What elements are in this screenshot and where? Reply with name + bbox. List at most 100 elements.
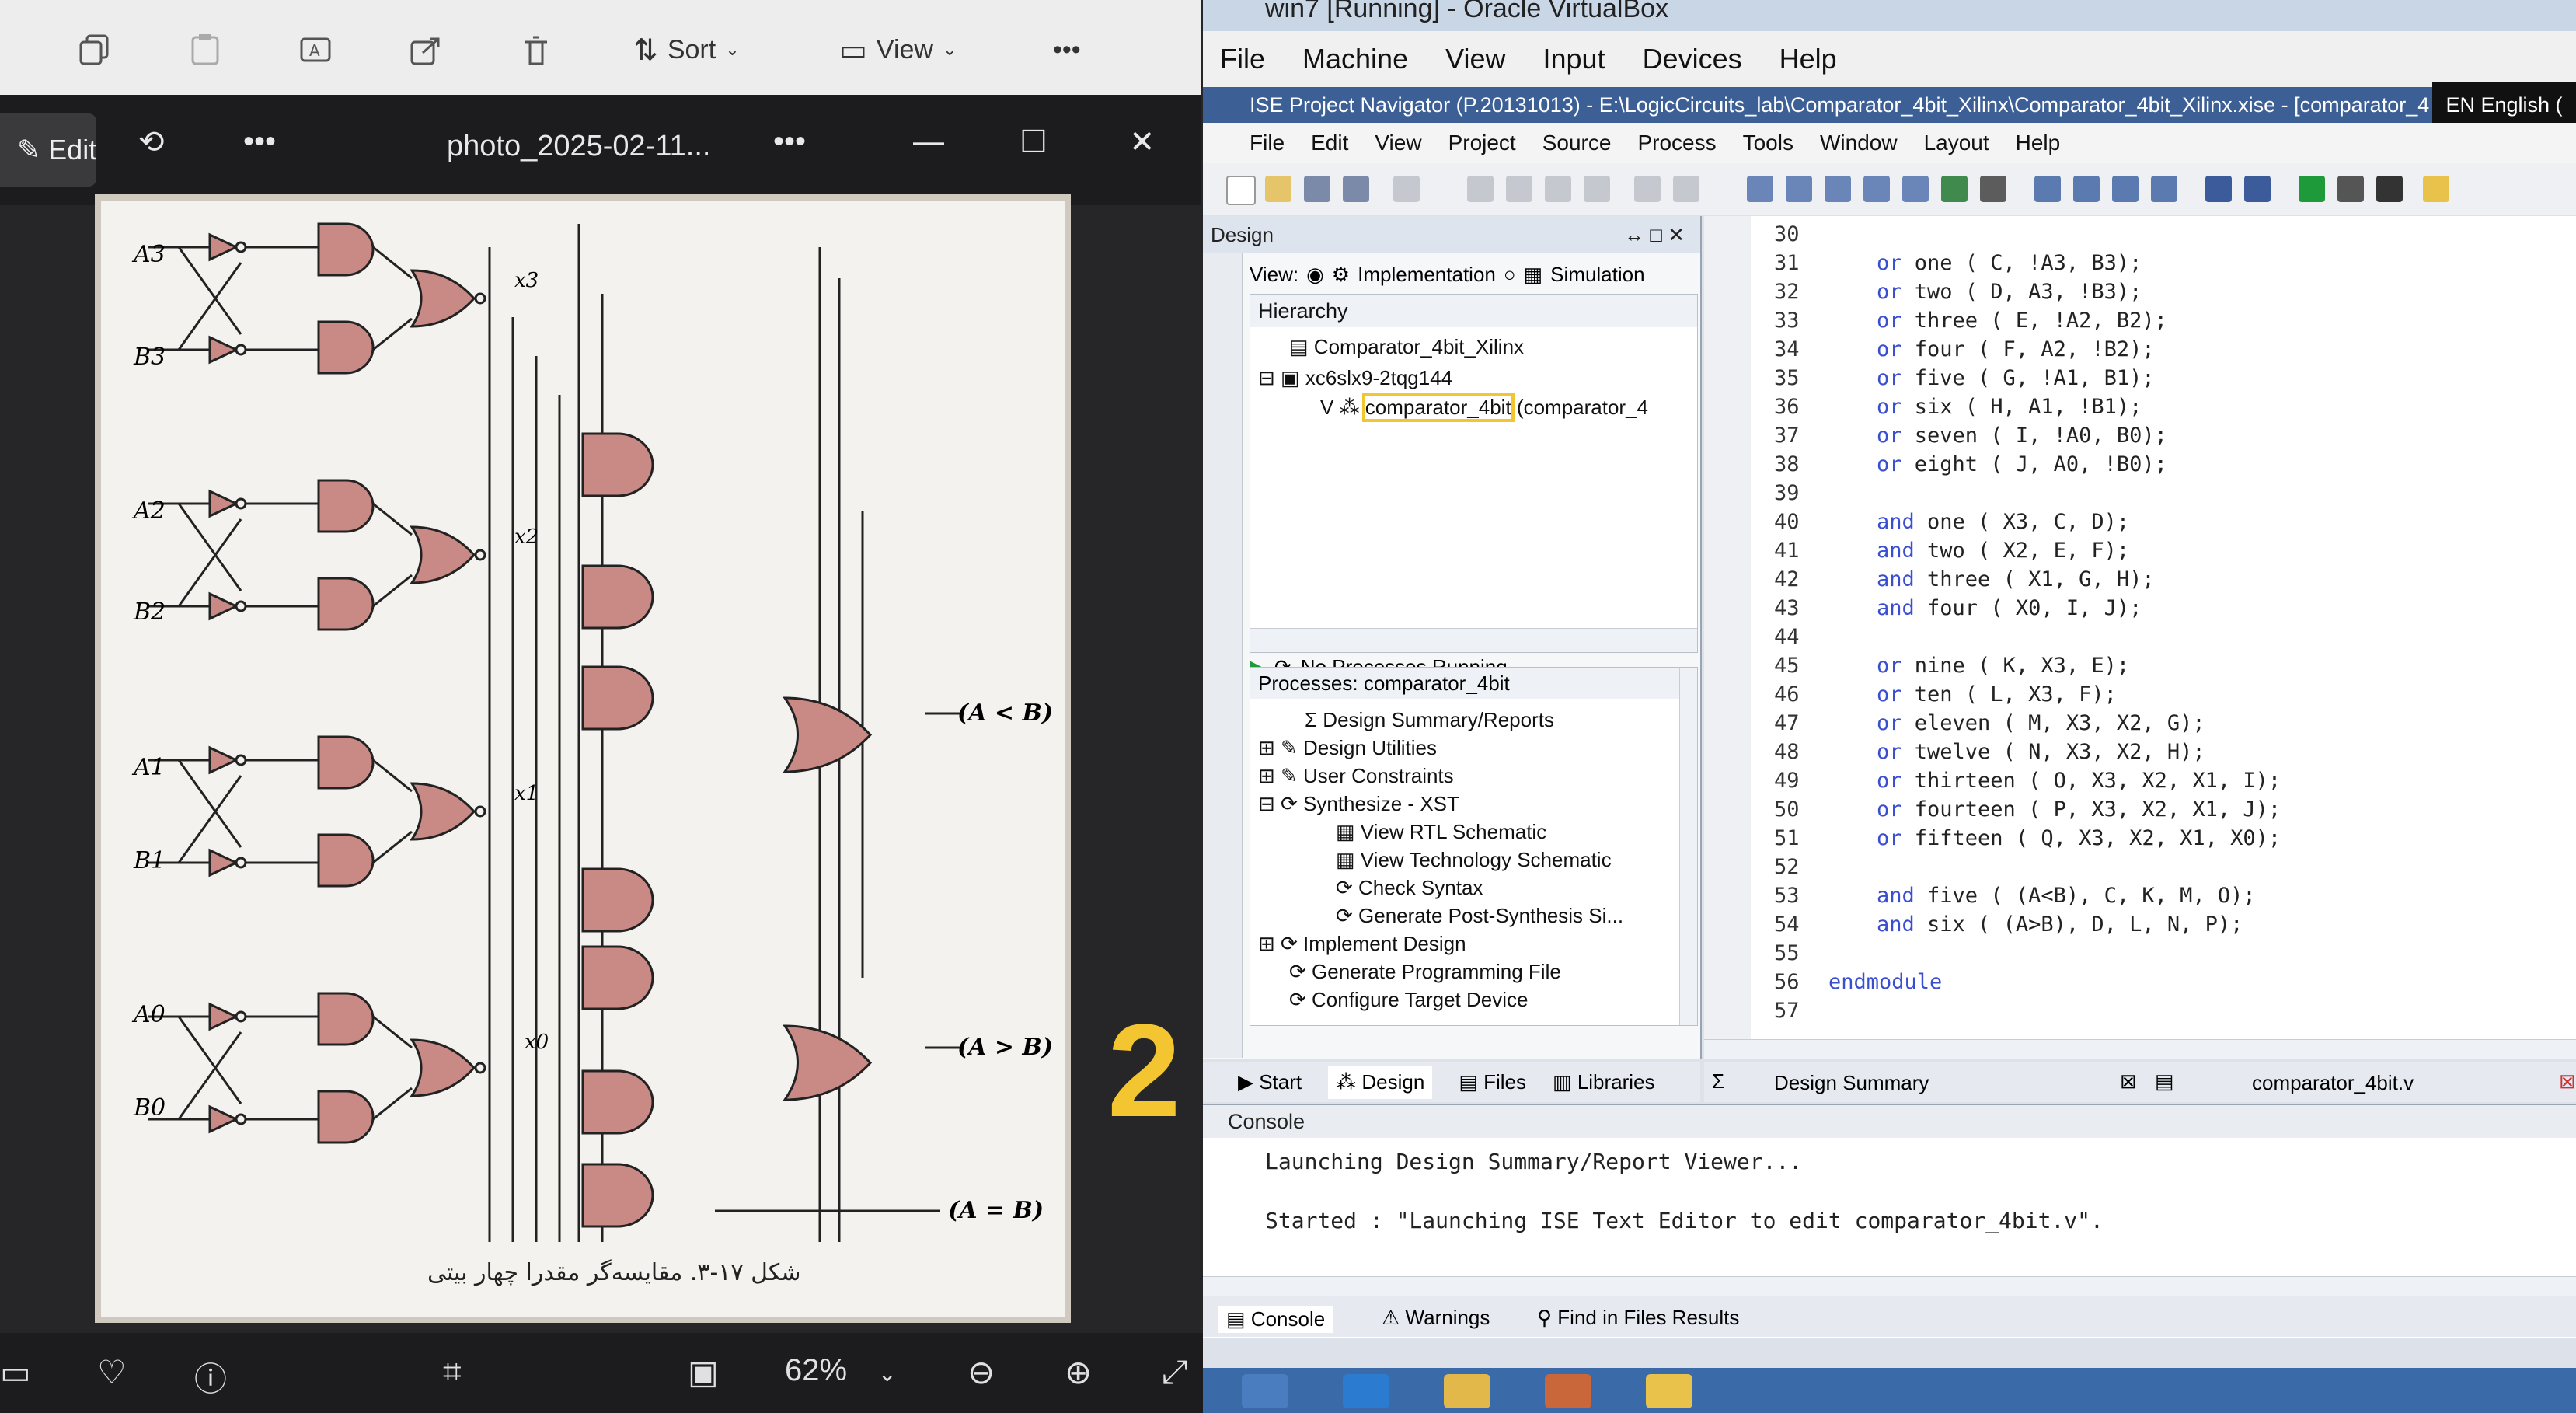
filmstrip-icon[interactable]: ▭ <box>0 1354 31 1390</box>
process-synthesize[interactable]: ⊟ ⟳ Synthesize - XST <box>1258 792 1459 815</box>
more-icon[interactable]: ••• <box>243 124 277 159</box>
tree-item-device[interactable]: ⊟ ▣ xc6slx9-2tqg144 <box>1258 366 1453 389</box>
rename-icon[interactable]: A <box>298 30 333 70</box>
explorer-icon[interactable] <box>1444 1374 1490 1408</box>
favorite-icon[interactable]: ♡ <box>97 1354 127 1390</box>
process-design-utilities[interactable]: ⊞ ✎ Design Utilities <box>1258 736 1437 759</box>
save-all-icon[interactable] <box>1343 176 1369 202</box>
tab-start[interactable]: ▶ Start <box>1238 1069 1302 1094</box>
ise-menu-process[interactable]: Process <box>1637 131 1717 155</box>
ise-menu-help[interactable]: Help <box>2015 131 2061 155</box>
ise-menu-source[interactable]: Source <box>1542 131 1612 155</box>
vbox-menu-devices[interactable]: Devices <box>1642 43 1742 75</box>
maximize-icon[interactable]: ☐ <box>1020 125 1047 159</box>
more-icon-2[interactable]: ••• <box>773 124 807 159</box>
rotate-icon[interactable]: ⟲ <box>138 125 165 159</box>
delete-icon[interactable] <box>1584 176 1610 202</box>
refresh-icon[interactable] <box>1941 176 1968 202</box>
ie-icon[interactable] <box>1343 1374 1389 1408</box>
zoom-full-icon[interactable] <box>1863 176 1890 202</box>
help-icon[interactable] <box>2244 176 2271 202</box>
sigma-icon[interactable] <box>2337 176 2364 202</box>
layout-2-icon[interactable] <box>2073 176 2100 202</box>
wand-icon[interactable] <box>1980 176 2006 202</box>
process-implement[interactable]: ⊞ ⟳ Implement Design <box>1258 932 1466 955</box>
layout-1-icon[interactable] <box>2034 176 2061 202</box>
save-icon[interactable] <box>1304 176 1330 202</box>
ise-taskbar-icon[interactable] <box>1646 1374 1692 1408</box>
delete-icon[interactable] <box>519 30 553 70</box>
tab-console[interactable]: ▤ Console <box>1218 1306 1333 1333</box>
zoom-out-icon[interactable] <box>1786 176 1812 202</box>
open-file-icon[interactable] <box>1265 176 1291 202</box>
vbox-menu-machine[interactable]: Machine <box>1302 43 1409 75</box>
process-user-constraints[interactable]: ⊞ ✎ User Constraints <box>1258 764 1454 787</box>
process-configure-target[interactable]: ⟳ Configure Target Device <box>1289 988 1529 1011</box>
view-button[interactable]: ▭View⌄ <box>839 30 957 70</box>
edit-button[interactable]: ✎Edit <box>0 113 96 187</box>
tab-libraries[interactable]: ▥ Libraries <box>1553 1069 1655 1094</box>
paste-icon[interactable] <box>1545 176 1571 202</box>
language-indicator[interactable]: EN English ( <box>2432 82 2576 127</box>
code-text[interactable]: or one ( C, !A3, B3);or two ( D, A3, !B3… <box>1828 216 2574 1040</box>
lightbulb-icon[interactable] <box>2423 176 2449 202</box>
implementation-radio[interactable]: ◉ <box>1306 262 1324 286</box>
vbox-menu-input[interactable]: Input <box>1542 43 1605 75</box>
ise-menu-edit[interactable]: Edit <box>1311 131 1349 155</box>
tools-icon[interactable] <box>2205 176 2232 202</box>
ise-menu-layout[interactable]: Layout <box>1923 131 1989 155</box>
ise-menu-window[interactable]: Window <box>1819 131 1898 155</box>
layout-4-icon[interactable] <box>2151 176 2177 202</box>
cut-icon[interactable] <box>1467 176 1494 202</box>
processes-scrollbar[interactable] <box>1679 668 1697 1025</box>
copy-icon[interactable] <box>1506 176 1532 202</box>
tree-item-module[interactable]: V ⁂ comparator_4bit (comparator_4 <box>1320 392 1648 422</box>
ise-menu-view[interactable]: View <box>1375 131 1422 155</box>
process-design-summary[interactable]: Σ Design Summary/Reports <box>1305 708 1554 731</box>
close-tab-icon[interactable]: ⊠ <box>2120 1069 2137 1093</box>
start-icon[interactable] <box>1242 1374 1288 1408</box>
fullscreen-icon[interactable]: ⤢ <box>1162 1353 1188 1390</box>
tree-item-project[interactable]: ▤ Comparator_4bit_Xilinx <box>1289 335 1525 358</box>
copy-icon[interactable] <box>78 30 112 70</box>
vbox-menu-help[interactable]: Help <box>1779 43 1837 75</box>
more-options-button[interactable]: ••• <box>1053 30 1081 70</box>
console-scrollbar[interactable] <box>1203 1276 2576 1297</box>
minimize-icon[interactable]: — <box>913 124 944 159</box>
editor-scrollbar[interactable] <box>1704 1039 2576 1059</box>
zoom-in-icon[interactable]: ⊕ <box>1065 1354 1093 1390</box>
process-rtl-schematic[interactable]: ▦ View RTL Schematic <box>1336 820 1547 843</box>
process-post-synthesis[interactable]: ⟳ Generate Post-Synthesis Si... <box>1336 904 1624 927</box>
media-icon[interactable] <box>1545 1374 1591 1408</box>
ise-menu-tools[interactable]: Tools <box>1742 131 1793 155</box>
tab-find-results[interactable]: ⚲ Find in Files Results <box>1537 1306 1740 1329</box>
info-icon[interactable]: ⓘ <box>194 1361 228 1397</box>
run-icon[interactable] <box>2299 176 2325 202</box>
new-file-icon[interactable] <box>1226 176 1256 205</box>
print-icon[interactable] <box>1393 176 1420 202</box>
zoom-fit-icon[interactable] <box>1825 176 1851 202</box>
layout-3-icon[interactable] <box>2112 176 2139 202</box>
tab-files[interactable]: ▤ Files <box>1459 1069 1527 1094</box>
implement-icon[interactable] <box>2376 176 2403 202</box>
tab-design-summary[interactable]: Design Summary <box>1774 1071 1929 1094</box>
zoom-chevron-icon[interactable]: ⌄ <box>878 1362 897 1386</box>
vbox-menu-view[interactable]: View <box>1445 43 1506 75</box>
visual-search-icon[interactable]: ⌗ <box>443 1353 462 1390</box>
tab-design[interactable]: ⁂ Design <box>1328 1065 1433 1099</box>
undo-icon[interactable] <box>1634 176 1661 202</box>
process-tech-schematic[interactable]: ▦ View Technology Schematic <box>1336 848 1612 871</box>
paste-icon[interactable] <box>188 30 222 70</box>
vbox-menu-file[interactable]: File <box>1220 43 1266 75</box>
panel-controls-icon[interactable]: ↔ □ ✕ <box>1624 223 1685 246</box>
ise-menu-file[interactable]: File <box>1250 131 1285 155</box>
ise-menu-project[interactable]: Project <box>1448 131 1516 155</box>
hierarchy-scrollbar[interactable] <box>1250 628 1697 652</box>
zoom-level[interactable]: 62% <box>785 1353 848 1387</box>
close-tab-icon[interactable]: ⊠ <box>2559 1069 2576 1093</box>
tab-comparator-file[interactable]: comparator_4bit.v <box>2252 1071 2414 1094</box>
process-check-syntax[interactable]: ⟳ Check Syntax <box>1336 876 1483 899</box>
process-generate-programming[interactable]: ⟳ Generate Programming File <box>1289 960 1561 983</box>
redo-icon[interactable] <box>1673 176 1699 202</box>
